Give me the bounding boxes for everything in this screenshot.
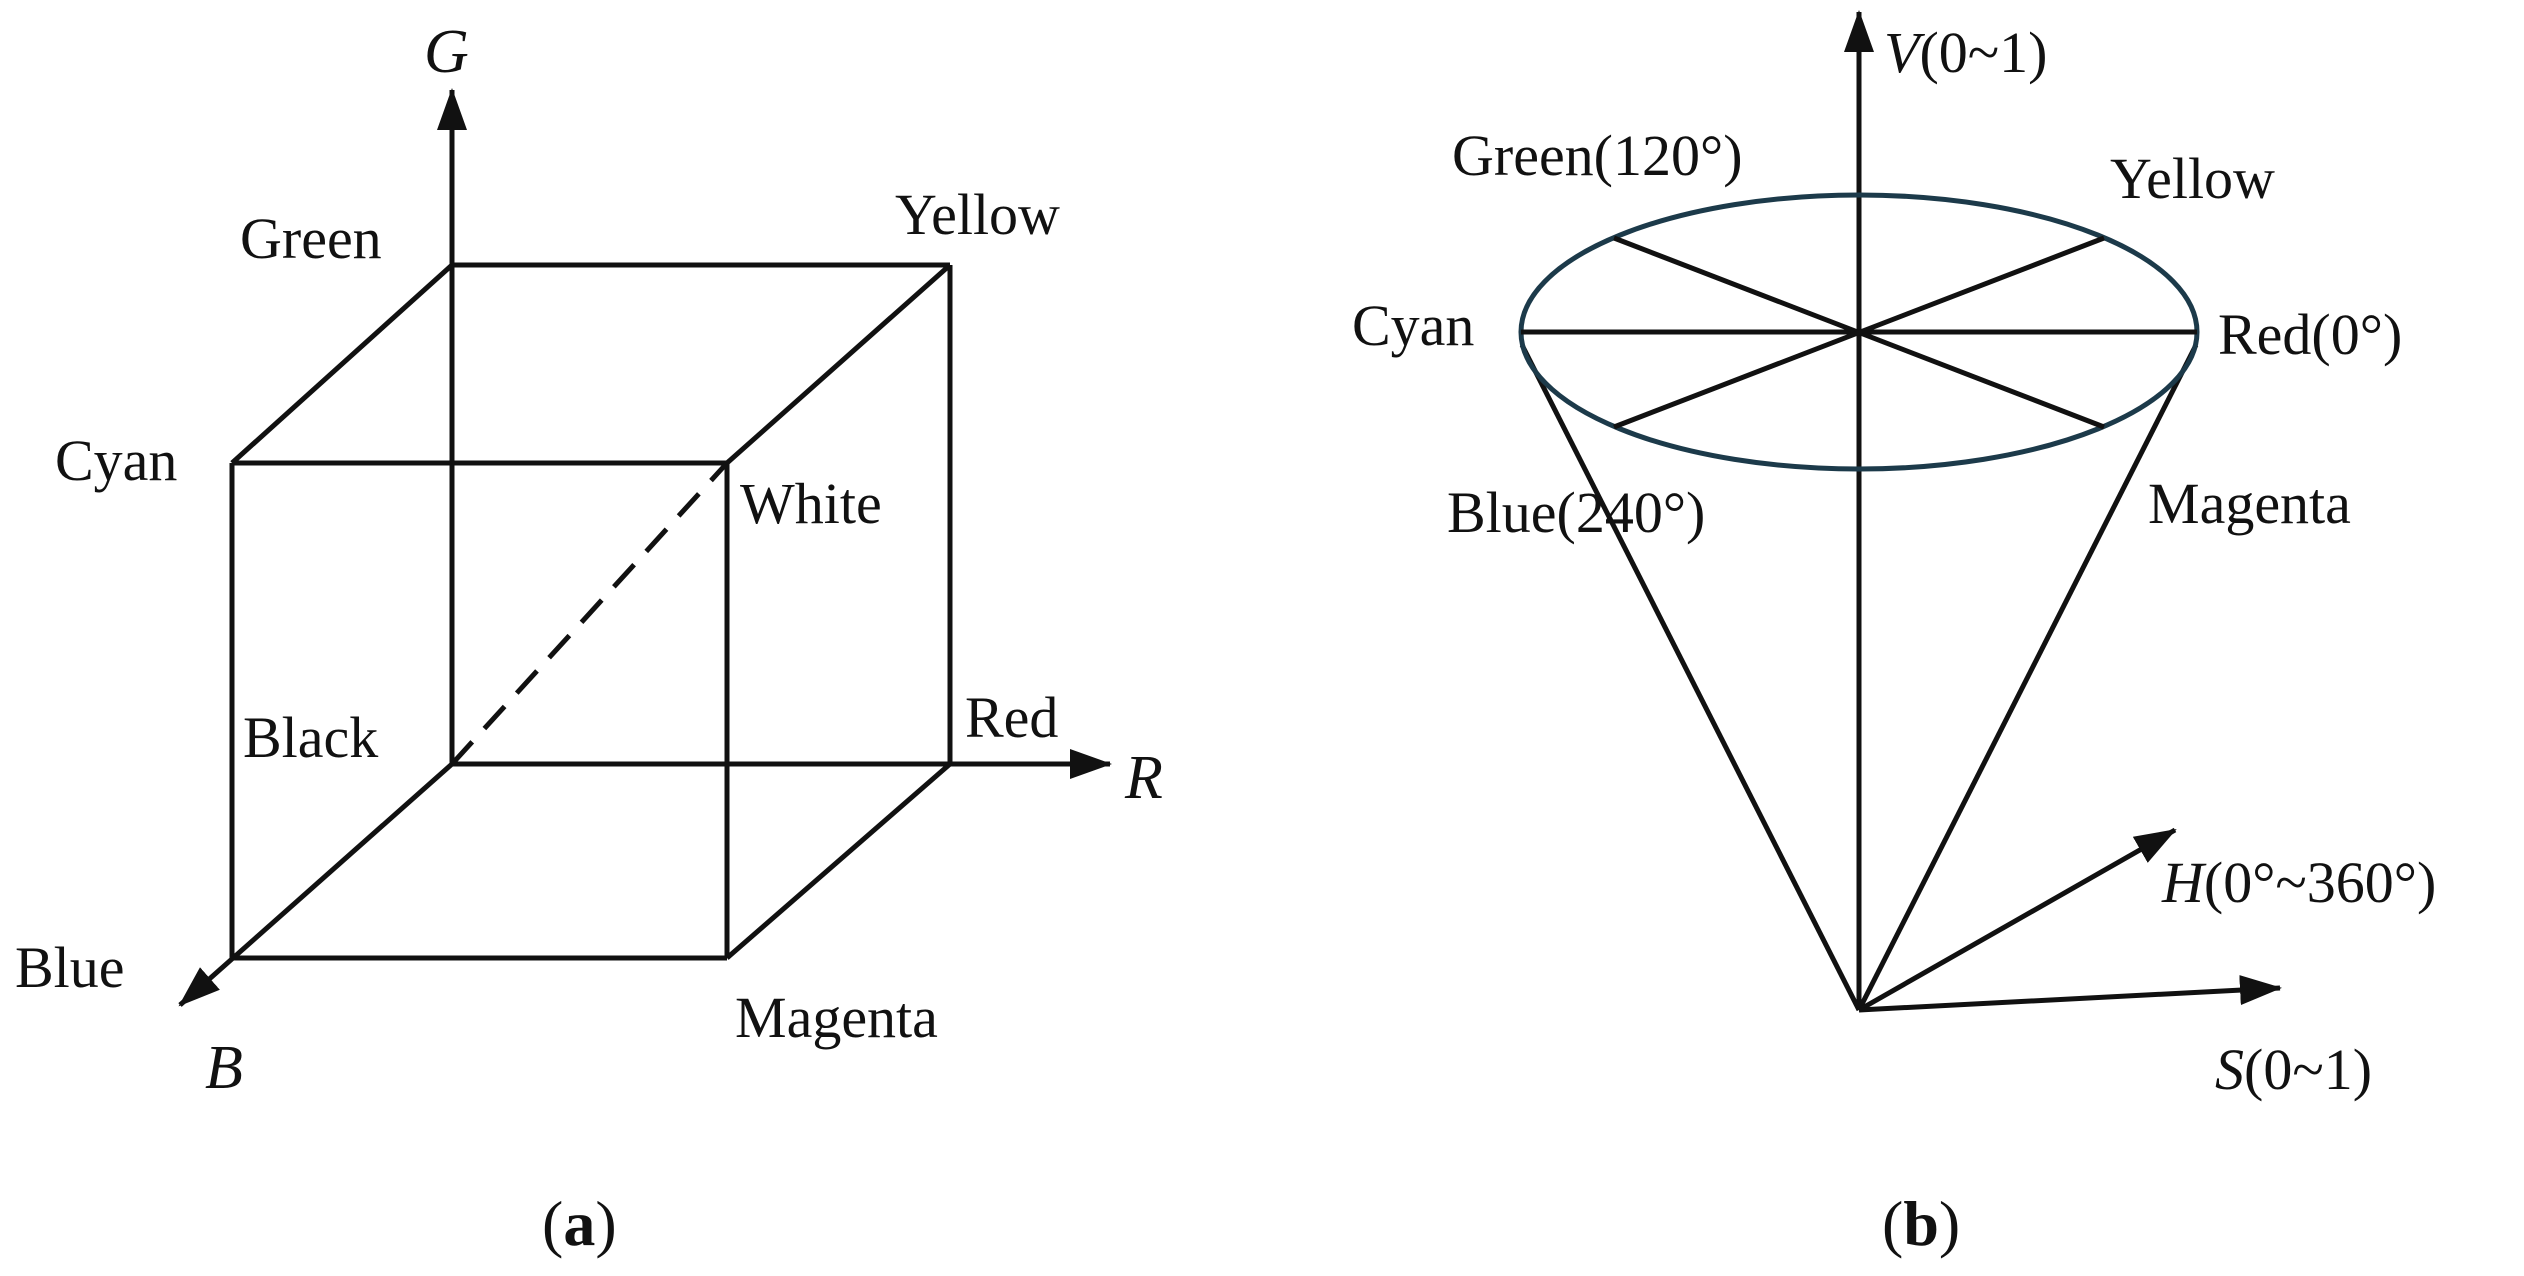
- hue-label-red: Red(0°): [2218, 302, 2402, 367]
- axis-label-v: V(0~1): [1884, 20, 2047, 85]
- hue-label-blue: Blue(240°): [1447, 480, 1705, 545]
- cone-side-right: [1856, 343, 2199, 1012]
- vertex-label-cyan: Cyan: [55, 428, 177, 493]
- vertex-label-magenta: Magenta: [735, 985, 938, 1050]
- cube-edge-green-cyan: [230, 263, 454, 465]
- axis-label-r: R: [1124, 744, 1163, 812]
- vertex-label-blue: Blue: [15, 935, 125, 1000]
- vertex-label-white: White: [740, 471, 882, 536]
- hue-label-cyan: Cyan: [1352, 293, 1474, 358]
- vertex-label-black: Black: [243, 705, 378, 770]
- caption-a: (a): [542, 1188, 617, 1259]
- vertex-label-yellow: Yellow: [895, 182, 1060, 247]
- cube-edge-red-magenta: [725, 762, 952, 960]
- gray-diagonal-dashed: [450, 461, 729, 766]
- axis-label-h: H(0°~360°): [2161, 850, 2436, 915]
- hue-label-green: Green(120°): [1452, 123, 1743, 188]
- cube-edge-yellow-white: [725, 263, 952, 465]
- axis-label-g: G: [424, 18, 469, 86]
- hsv-cone-panel: Green(120°) Yellow Cyan Red(0°) Blue(240…: [1352, 10, 2436, 1259]
- hue-label-yellow: Yellow: [2110, 146, 2275, 211]
- axis-label-b: B: [205, 1034, 243, 1102]
- h-axis-arrow: [1857, 827, 2177, 1013]
- caption-b: (b): [1882, 1188, 1960, 1259]
- s-axis-arrow: [1858, 975, 2282, 1013]
- rgb-cube-panel: Green Yellow Cyan White Black Red Blue M…: [15, 18, 1163, 1259]
- hue-label-magenta: Magenta: [2148, 471, 2351, 536]
- vertex-label-green: Green: [240, 206, 382, 271]
- spoke-yellow-blue: [1613, 235, 2105, 430]
- cone-side-left: [1519, 343, 1862, 1012]
- vertex-label-red: Red: [965, 685, 1058, 750]
- axis-label-s: S(0~1): [2215, 1037, 2372, 1102]
- b-axis-arrow: [178, 762, 454, 1007]
